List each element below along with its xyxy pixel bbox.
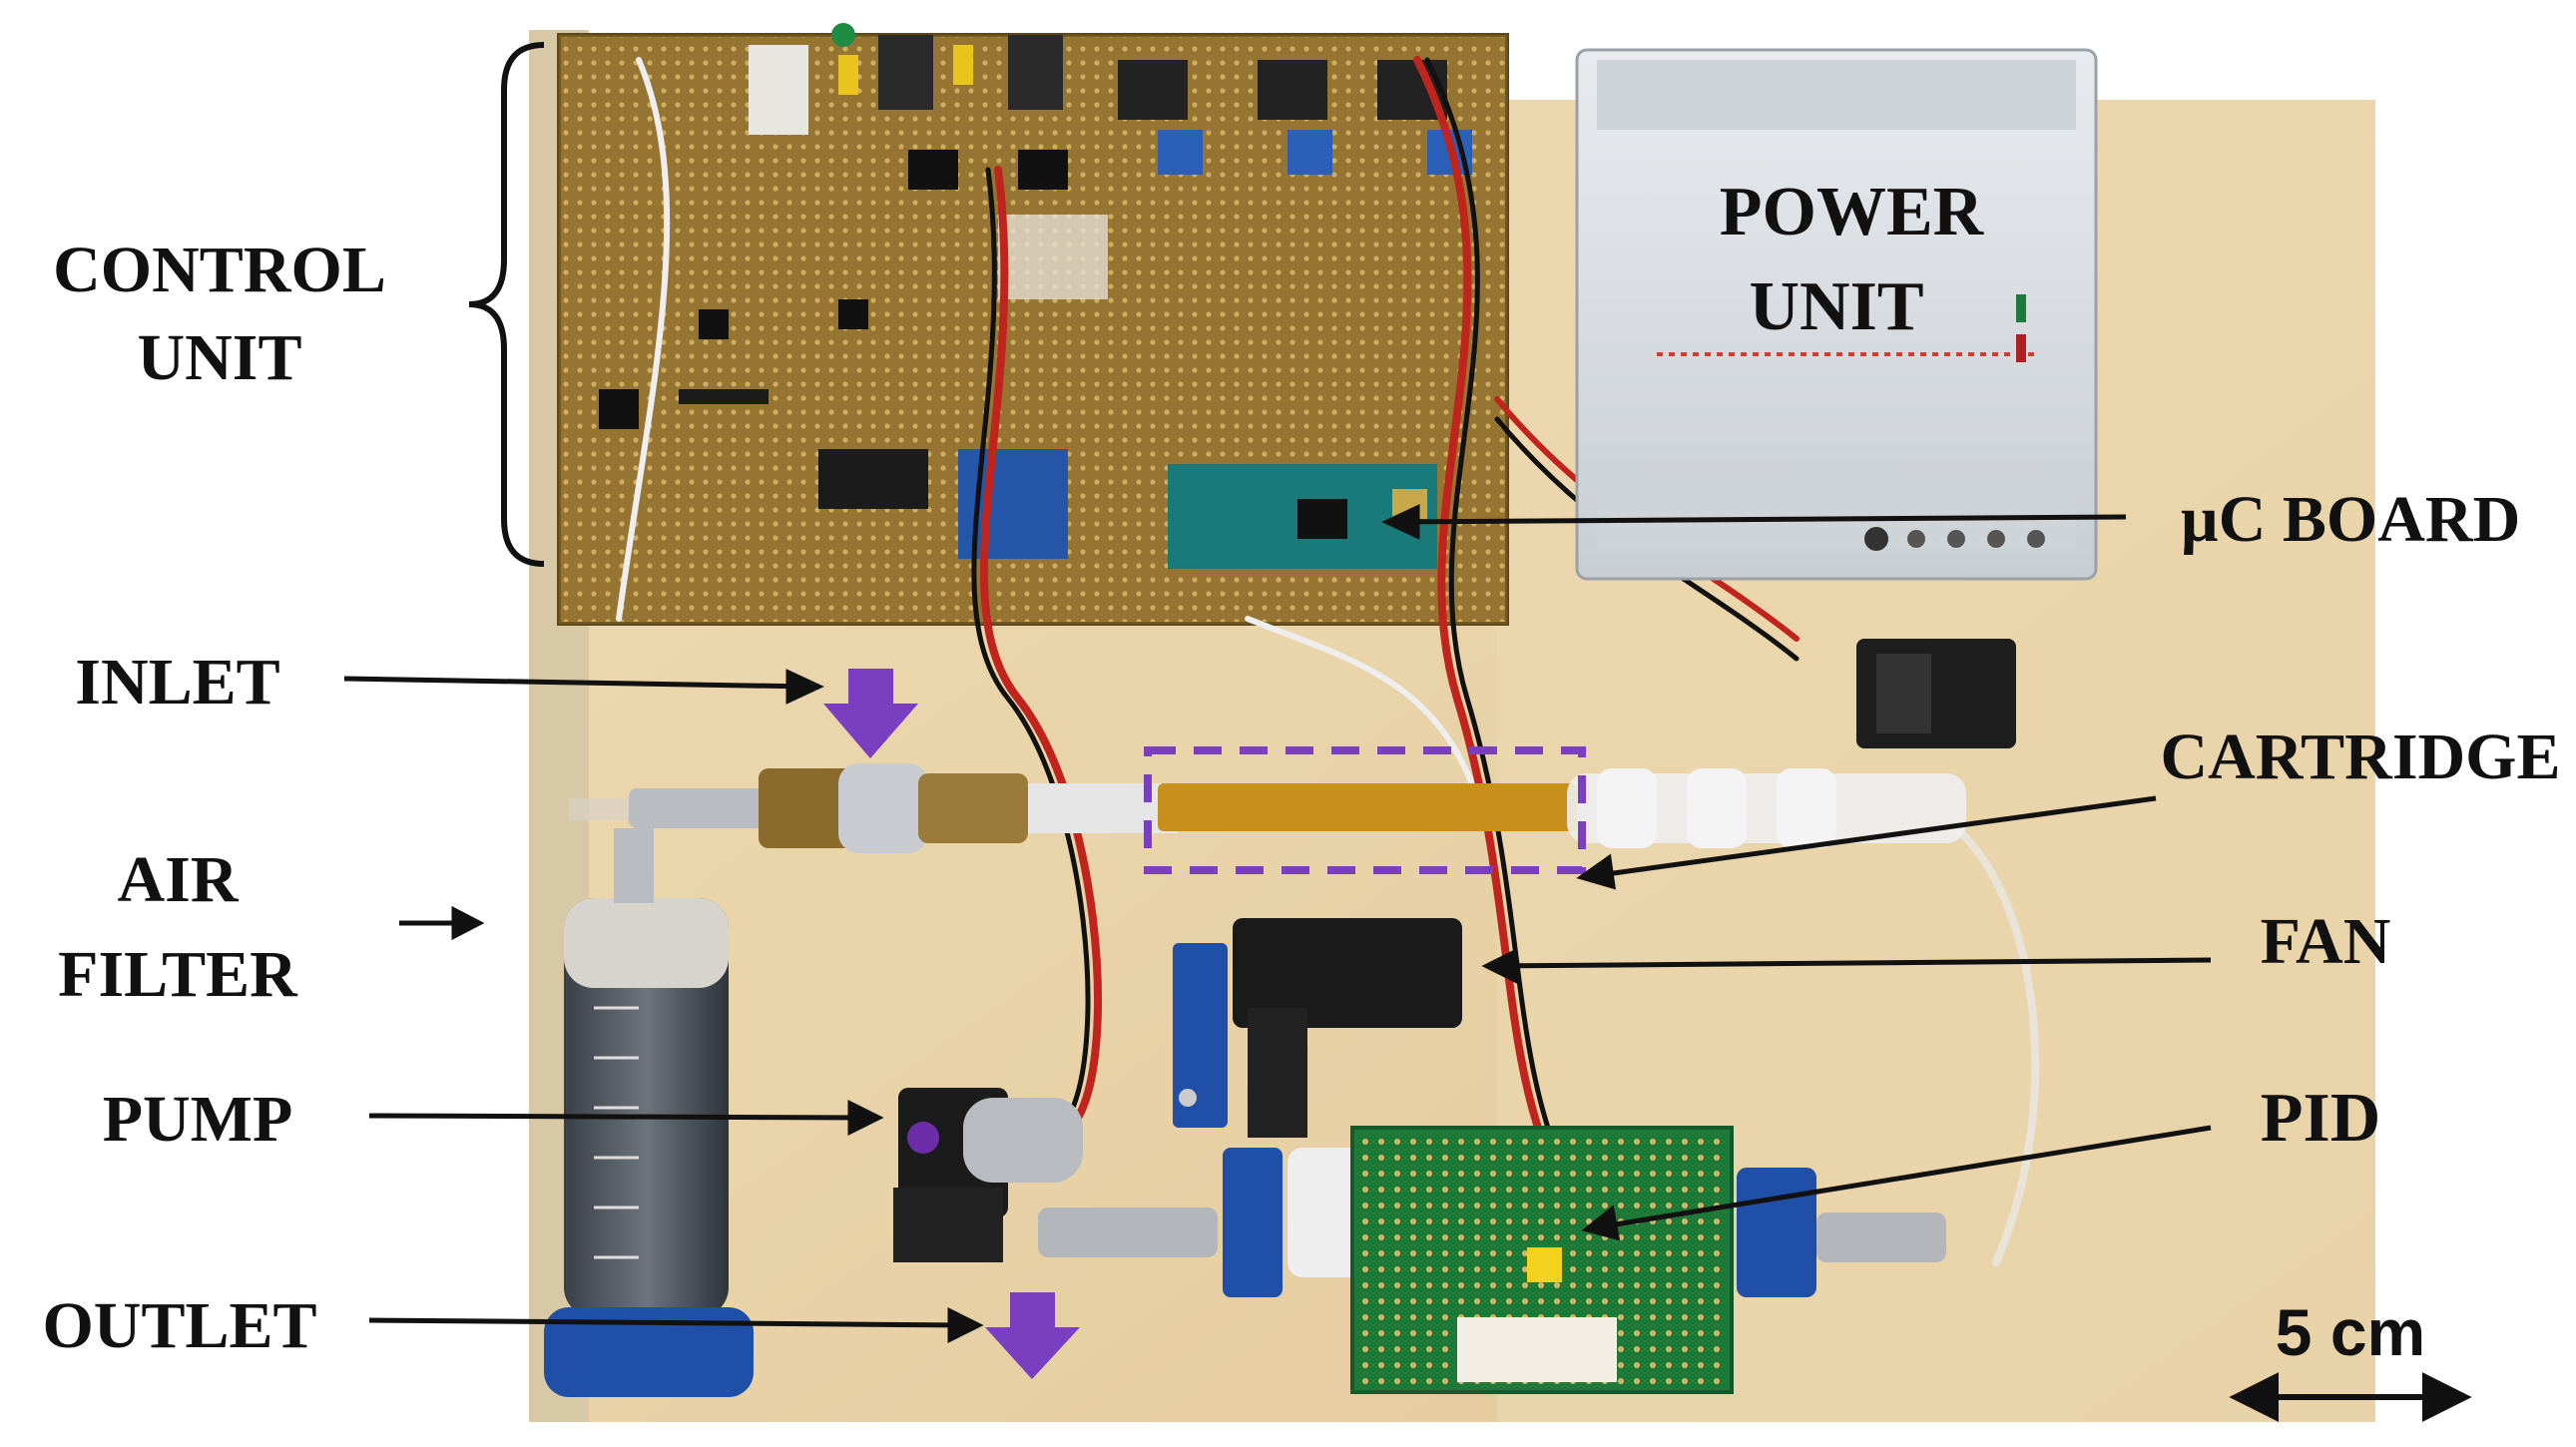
control-unit-pcb — [557, 23, 1509, 626]
air-filter-label-line1: AIR — [117, 843, 239, 916]
gas-line — [569, 763, 1966, 853]
power-unit-label-line2: UNIT — [1749, 268, 1923, 345]
control-unit-label-line1: CONTROL — [53, 234, 386, 306]
power-supply — [1575, 48, 2098, 581]
control-unit-brace — [468, 42, 545, 567]
uc-board-label: µC BOARD — [2181, 483, 2521, 556]
outlet-label: OUTLET — [42, 1289, 316, 1362]
inlet-flow-arrow — [823, 669, 918, 758]
pid-label: PID — [2261, 1080, 2381, 1157]
air-filter-bottle — [544, 828, 754, 1397]
pump — [893, 1088, 1083, 1262]
pump-label: PUMP — [103, 1083, 293, 1156]
scale-bar — [2229, 1372, 2472, 1422]
cartridge-label: CARTRIDGE — [2160, 721, 2560, 793]
fan-label: FAN — [2261, 905, 2391, 978]
pid-sensor — [1038, 1126, 1946, 1394]
inlet-label: INLET — [75, 646, 279, 719]
fan — [1173, 918, 1462, 1138]
control-unit-label-line2: UNIT — [137, 321, 301, 394]
pointer-arrows — [343, 504, 2212, 1344]
power-switch — [1856, 639, 2016, 748]
outlet-flow-arrow — [985, 1292, 1080, 1379]
scale-label: 5 cm — [2276, 1295, 2425, 1369]
power-unit-label-line1: POWER — [1720, 174, 1985, 250]
air-filter-label-line2: FILTER — [58, 938, 298, 1011]
